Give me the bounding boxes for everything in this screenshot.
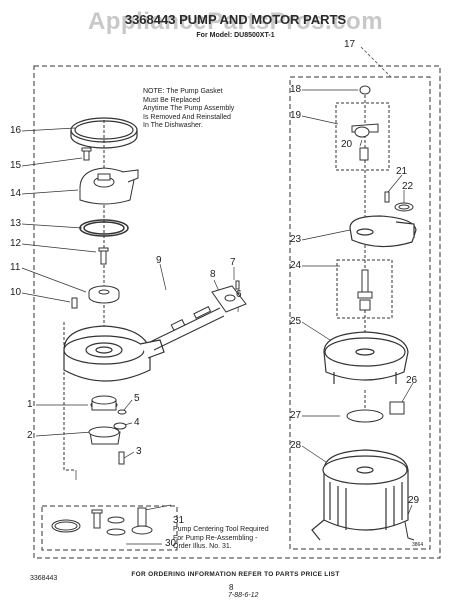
callout-18: 18 bbox=[290, 84, 302, 95]
tool-note-line: Order Illus. No. 31. bbox=[173, 543, 232, 550]
tool-note-line: Pump Centering Tool Required bbox=[173, 526, 269, 533]
note-line: Anytime The Pump Assembly bbox=[143, 105, 235, 112]
callout-23: 23 bbox=[290, 234, 302, 245]
callout-1: 1 bbox=[27, 399, 33, 410]
model-number: For Model: DU8500XT-1 bbox=[196, 32, 275, 39]
callout-24: 24 bbox=[290, 260, 302, 271]
callout-11: 11 bbox=[10, 262, 21, 273]
callout-30: 30 bbox=[165, 538, 177, 549]
pump-housing bbox=[63, 325, 165, 382]
motor-mount-23 bbox=[349, 215, 417, 248]
callout-6: 6 bbox=[236, 289, 242, 300]
impeller-11 bbox=[88, 285, 120, 304]
callout-19: 19 bbox=[290, 110, 302, 121]
callout-28: 28 bbox=[290, 440, 302, 451]
watermark: AppliancePartsPros.com bbox=[87, 8, 384, 35]
callout-3: 3 bbox=[136, 446, 142, 457]
pump-cover-14 bbox=[79, 167, 139, 205]
motor-parts-18-22 bbox=[351, 85, 414, 212]
centering-tool-note: Pump Centering Tool Required For Pump Re… bbox=[173, 526, 269, 552]
callout-5: 5 bbox=[134, 393, 140, 404]
tool-note-line: For Pump Re-Assembling - bbox=[173, 534, 258, 542]
capacitor-26 bbox=[389, 401, 405, 415]
callout-31: 31 bbox=[173, 515, 185, 526]
callout-21: 21 bbox=[396, 166, 408, 177]
motor-subframe bbox=[289, 76, 431, 550]
motor-28 bbox=[311, 449, 409, 541]
callout-4: 4 bbox=[134, 417, 140, 428]
note-line: In The Dishwasher. bbox=[143, 122, 203, 129]
callout-26: 26 bbox=[406, 375, 418, 386]
callout-9: 9 bbox=[156, 255, 162, 266]
motor-cover-25 bbox=[323, 331, 409, 384]
screw-15 bbox=[81, 147, 92, 161]
callout-15: 15 bbox=[10, 160, 22, 171]
callout-12: 12 bbox=[10, 238, 22, 249]
tool-kit-parts bbox=[51, 507, 153, 536]
callout-20: 20 bbox=[341, 139, 353, 150]
pump-parts-1-5 bbox=[88, 395, 127, 465]
page-number: 8 bbox=[229, 583, 234, 592]
callout-8: 8 bbox=[210, 269, 216, 280]
callout-13: 13 bbox=[10, 218, 22, 229]
callout-14: 14 bbox=[10, 188, 22, 199]
handwritten-note: 7-88-6-12 bbox=[228, 592, 259, 599]
callout-27: 27 bbox=[290, 410, 302, 421]
callout-7: 7 bbox=[230, 257, 236, 268]
page-title: 3368443 PUMP AND MOTOR PARTS bbox=[124, 12, 347, 27]
ordering-info: FOR ORDERING INFORMATION REFER TO PARTS … bbox=[131, 571, 340, 578]
note-line: Is Removed And Reinstalled bbox=[143, 113, 231, 121]
note-line: Must Be Replaced bbox=[143, 96, 201, 104]
callout-25: 25 bbox=[290, 316, 302, 327]
callout-16: 16 bbox=[10, 125, 22, 136]
callout-10: 10 bbox=[10, 287, 22, 298]
seal-ring-13 bbox=[79, 219, 129, 237]
callout-29: 29 bbox=[408, 495, 420, 506]
callout-2: 2 bbox=[27, 430, 33, 441]
bolt-12 bbox=[98, 247, 109, 265]
assembly-frame bbox=[33, 65, 441, 559]
wire-29 bbox=[404, 521, 415, 541]
screw-10 bbox=[71, 297, 78, 309]
pump-gasket-16 bbox=[70, 117, 138, 149]
shaft-24 bbox=[357, 269, 373, 311]
callout-17: 17 bbox=[344, 39, 356, 50]
part-number: 3368443 bbox=[30, 575, 58, 582]
note-line: NOTE: The Pump Gasket bbox=[143, 88, 223, 95]
disc-27 bbox=[346, 409, 384, 423]
callout-22: 22 bbox=[402, 181, 414, 192]
diagram-code: 3864 bbox=[412, 542, 424, 548]
tool-box bbox=[41, 505, 178, 551]
spray-arm-assembly-9 bbox=[149, 280, 247, 351]
pump-gasket-note: NOTE: The Pump Gasket Must Be Replaced A… bbox=[143, 88, 234, 131]
